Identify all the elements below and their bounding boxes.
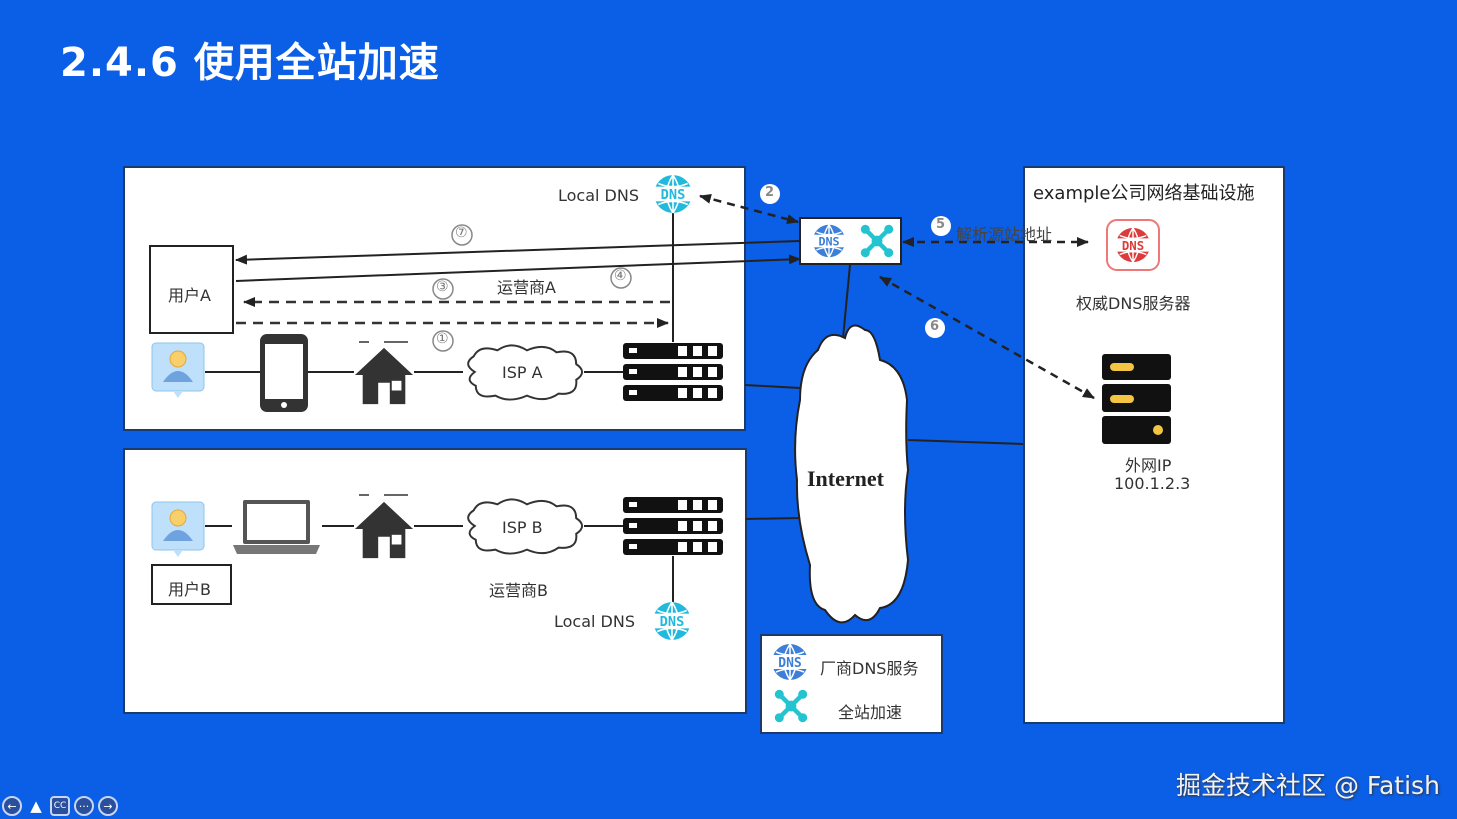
legend-dns-icon: [770, 643, 810, 681]
phone-icon: [260, 334, 308, 412]
origin-server-icon: [1102, 354, 1171, 444]
warning-icon[interactable]: ▲: [30, 797, 42, 815]
isp-b-router-icon: [623, 497, 723, 555]
step-1: ①: [436, 331, 449, 347]
legend-accel-icon: [775, 690, 807, 722]
user-b-avatar: [151, 501, 205, 558]
user-b-label: 用户B: [168, 580, 211, 599]
step-2: 2: [765, 185, 775, 200]
infra-title: example公司网络基础设施: [1033, 183, 1255, 204]
internet-label: Internet: [807, 466, 884, 491]
step-3: ③: [436, 279, 449, 295]
step-7: ⑦: [455, 225, 468, 241]
user-a-avatar: [151, 342, 205, 399]
legend-dns-label: 厂商DNS服务: [820, 659, 919, 678]
isp-b-label: ISP B: [502, 518, 543, 537]
home-b-icon: [354, 501, 414, 559]
prev-slide-button[interactable]: ←: [2, 796, 22, 816]
step-5: 5: [936, 217, 946, 232]
next-slide-button[interactable]: →: [98, 796, 118, 816]
step-6: 6: [930, 319, 940, 334]
laptop-icon: [233, 500, 320, 554]
captions-button[interactable]: CC: [50, 796, 70, 816]
auth-dns-label: 权威DNS服务器: [1076, 294, 1191, 313]
origin-server-label: 外网IP: [1125, 456, 1172, 475]
player-controls: ← ▲ CC ··· →: [2, 796, 118, 816]
more-options-button[interactable]: ···: [74, 796, 94, 816]
user-a-label: 用户A: [168, 286, 211, 305]
isp-a-label: ISP A: [502, 363, 543, 382]
local-dns-b-icon: [651, 601, 693, 641]
isp-a-router-icon: [623, 343, 723, 401]
watermark: 掘金技术社区 @ Fatish: [1176, 771, 1440, 800]
origin-server-ip: 100.1.2.3: [1114, 474, 1191, 493]
carrier-b-label: 运营商B: [489, 581, 548, 600]
carrier-a-label: 运营商A: [497, 278, 556, 297]
user-a-box: [149, 245, 234, 334]
slide-title: 2.4.6 使用全站加速: [60, 40, 440, 86]
local-dns-b-label: Local DNS: [554, 612, 635, 631]
legend-accel-label: 全站加速: [838, 703, 903, 722]
resolve-origin-label: 解析源站地址: [956, 225, 1053, 244]
local-dns-a-icon: [652, 174, 694, 214]
user-b-box: [151, 564, 232, 605]
home-a-icon: [354, 347, 414, 405]
local-dns-a-label: Local DNS: [558, 186, 639, 205]
step-4: ④: [614, 268, 627, 284]
